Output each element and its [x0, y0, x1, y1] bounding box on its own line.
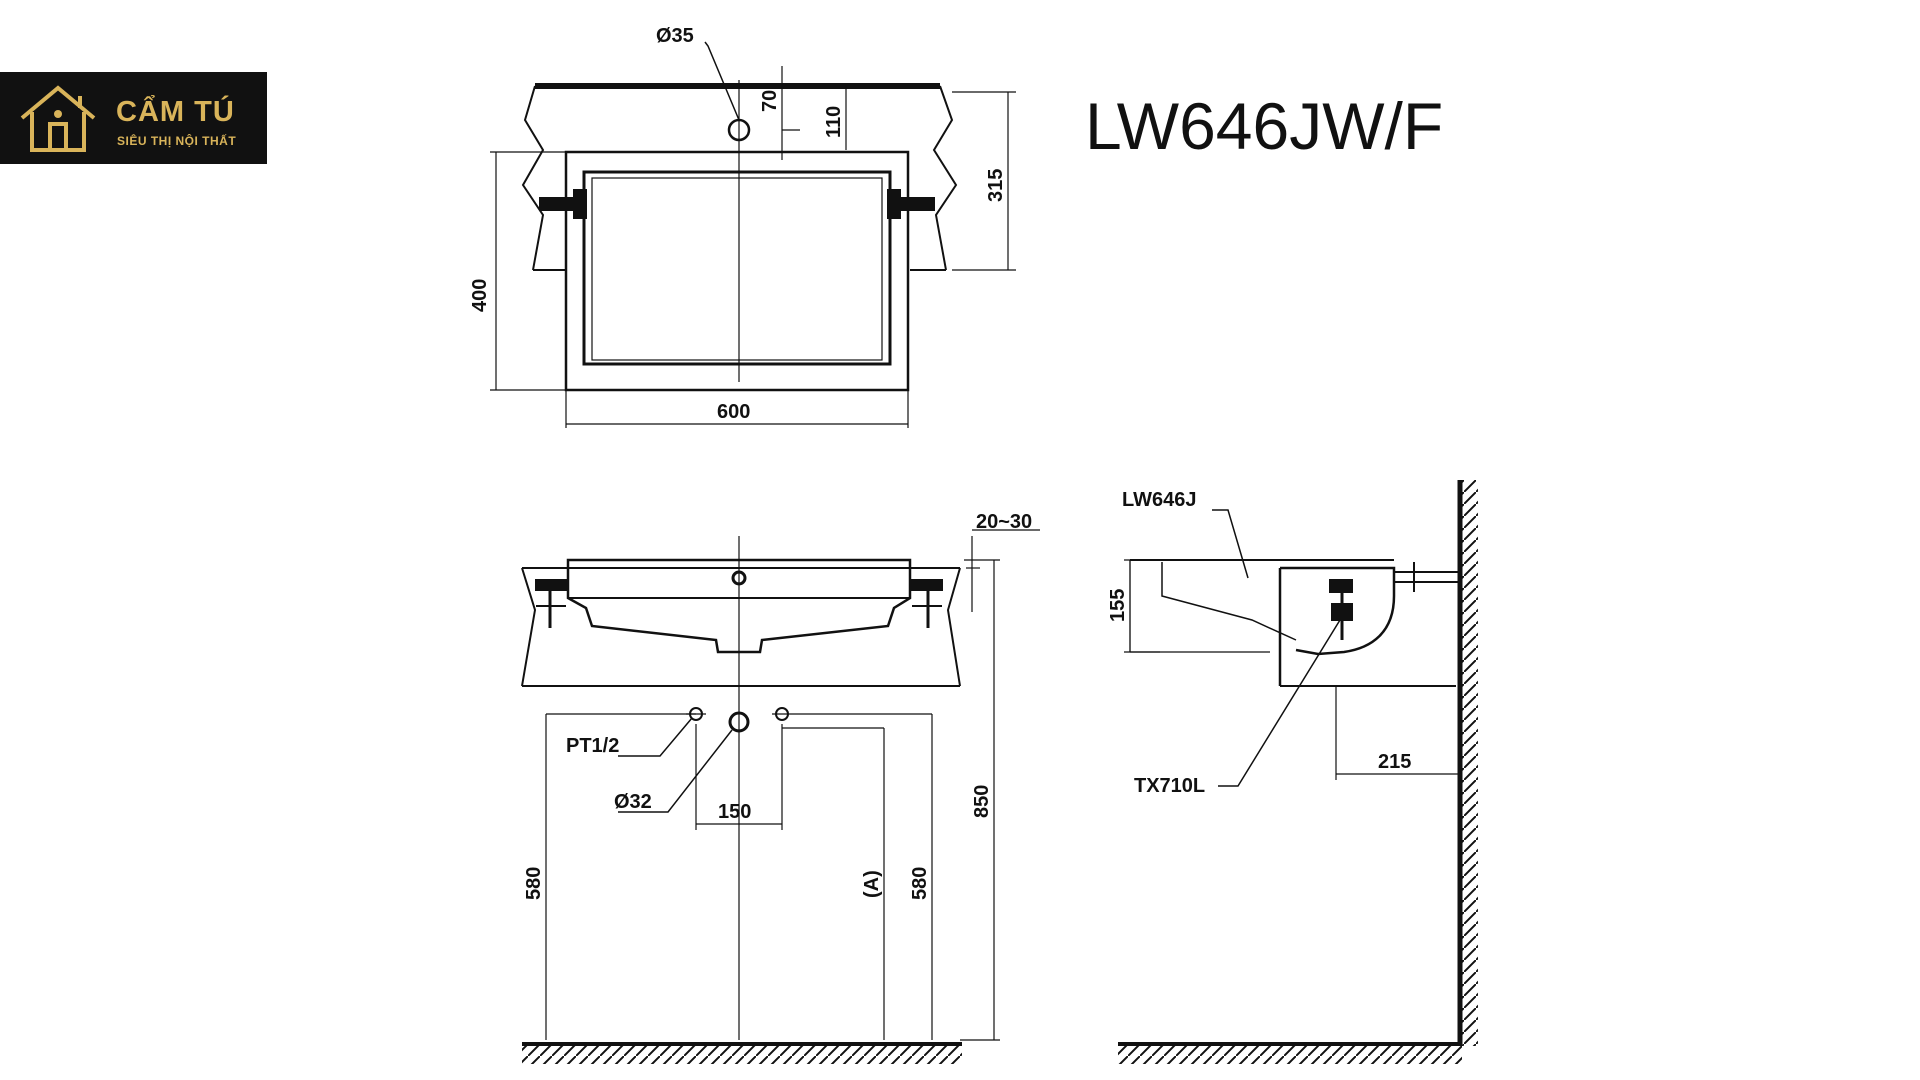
top-view [490, 41, 1016, 428]
dim-580-left-label: 580 [523, 867, 545, 900]
pt-thread-label: PT1/2 [566, 735, 619, 757]
side-floor-hatch [1118, 1046, 1462, 1064]
dim-600-label: 600 [717, 401, 750, 423]
dim-20-30-label: 20~30 [976, 511, 1032, 533]
dim-315-label: 315 [985, 169, 1007, 202]
faucet-hole-diameter-label: Ø35 [656, 25, 694, 47]
drain-diameter-label: Ø32 [614, 791, 652, 813]
side-view [1118, 480, 1463, 1046]
brand-name: CẨM TÚ [116, 96, 235, 128]
dim-155-label: 155 [1107, 589, 1129, 622]
dim-215-label: 215 [1378, 751, 1411, 773]
house-icon [20, 85, 96, 152]
dim-400-label: 400 [469, 279, 491, 312]
dim-110-label: 110 [823, 106, 845, 138]
front-floor-hatch [522, 1046, 962, 1064]
dim-150-label: 150 [718, 801, 751, 823]
brand-tagline: SIÊU THỊ NỘI THẤT [117, 134, 237, 148]
side-wall-hatch [1462, 480, 1478, 1046]
model-title: LW646JW/F [1085, 89, 1444, 163]
trap-model-label: TX710L [1134, 775, 1205, 797]
dim-70-label: 70 [759, 90, 781, 112]
dim-a-label: (A) [861, 870, 883, 898]
dim-580-right-label: 580 [909, 867, 931, 900]
basin-model-label: LW646J [1122, 489, 1196, 511]
dim-850-label: 850 [971, 785, 993, 818]
brand-logo: CẨM TÚ SIÊU THỊ NỘI THẤT [0, 72, 267, 164]
front-view [521, 529, 1040, 1046]
